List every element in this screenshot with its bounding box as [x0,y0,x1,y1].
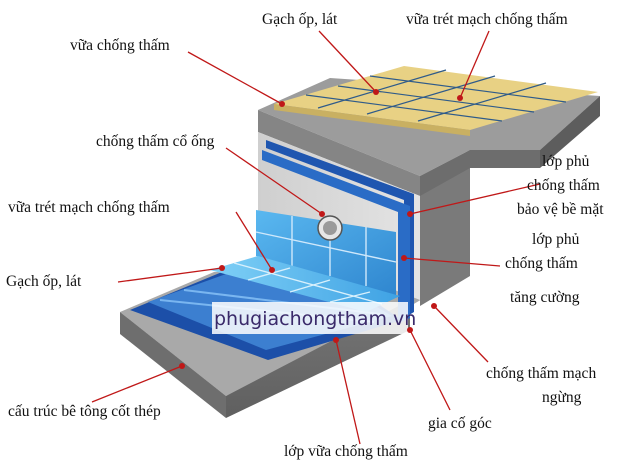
label-vua-tret-mach-top: vữa trét mạch chống thấm [406,11,568,28]
label-lop-vua-chong-tham: lớp vữa chống thấm [284,443,408,460]
labels: Gạch ốp, lát vữa trét mạch chống thấm vữ… [6,11,604,460]
label-gach-op-lat-left: Gạch ốp, lát [6,273,82,290]
label-gia-co-goc: gia cố góc [428,415,492,432]
watermark: phugiachongtham.vn [212,302,416,334]
label-lop-phu-tang-line3: tăng cường [510,289,580,306]
floor-tiles [210,256,400,312]
label-vua-tret-mach-left: vữa trét mạch chống thấm [8,199,170,216]
label-lop-phu-bao-ve-line2: chống thấm [527,177,600,194]
label-cau-truc-be-tong: cấu trúc bê tông cốt thép [8,403,161,420]
top-tile-surface [274,66,598,136]
label-chong-tham-co-ong: chống thấm cổ ống [96,133,215,150]
label-lop-phu-tang-line2: chống thấm [505,255,578,272]
leader-lines [91,30,541,445]
label-chong-tham-mach-line1: chống thấm mạch [486,365,596,382]
watermark-text: phugiachongtham.vn [214,308,416,330]
label-lop-phu-bao-ve-line3: bảo vệ bề mặt [517,201,604,218]
wall-tiles [255,210,397,296]
label-lop-phu-bao-ve-line1: lớp phủ [542,153,590,170]
label-gach-op-lat-top: Gạch ốp, lát [262,11,338,28]
label-chong-tham-mach-line2: ngừng [542,389,582,406]
label-lop-phu-tang-line1: lớp phủ [532,231,580,248]
label-vua-chong-tham: vữa chống thấm [70,37,170,54]
